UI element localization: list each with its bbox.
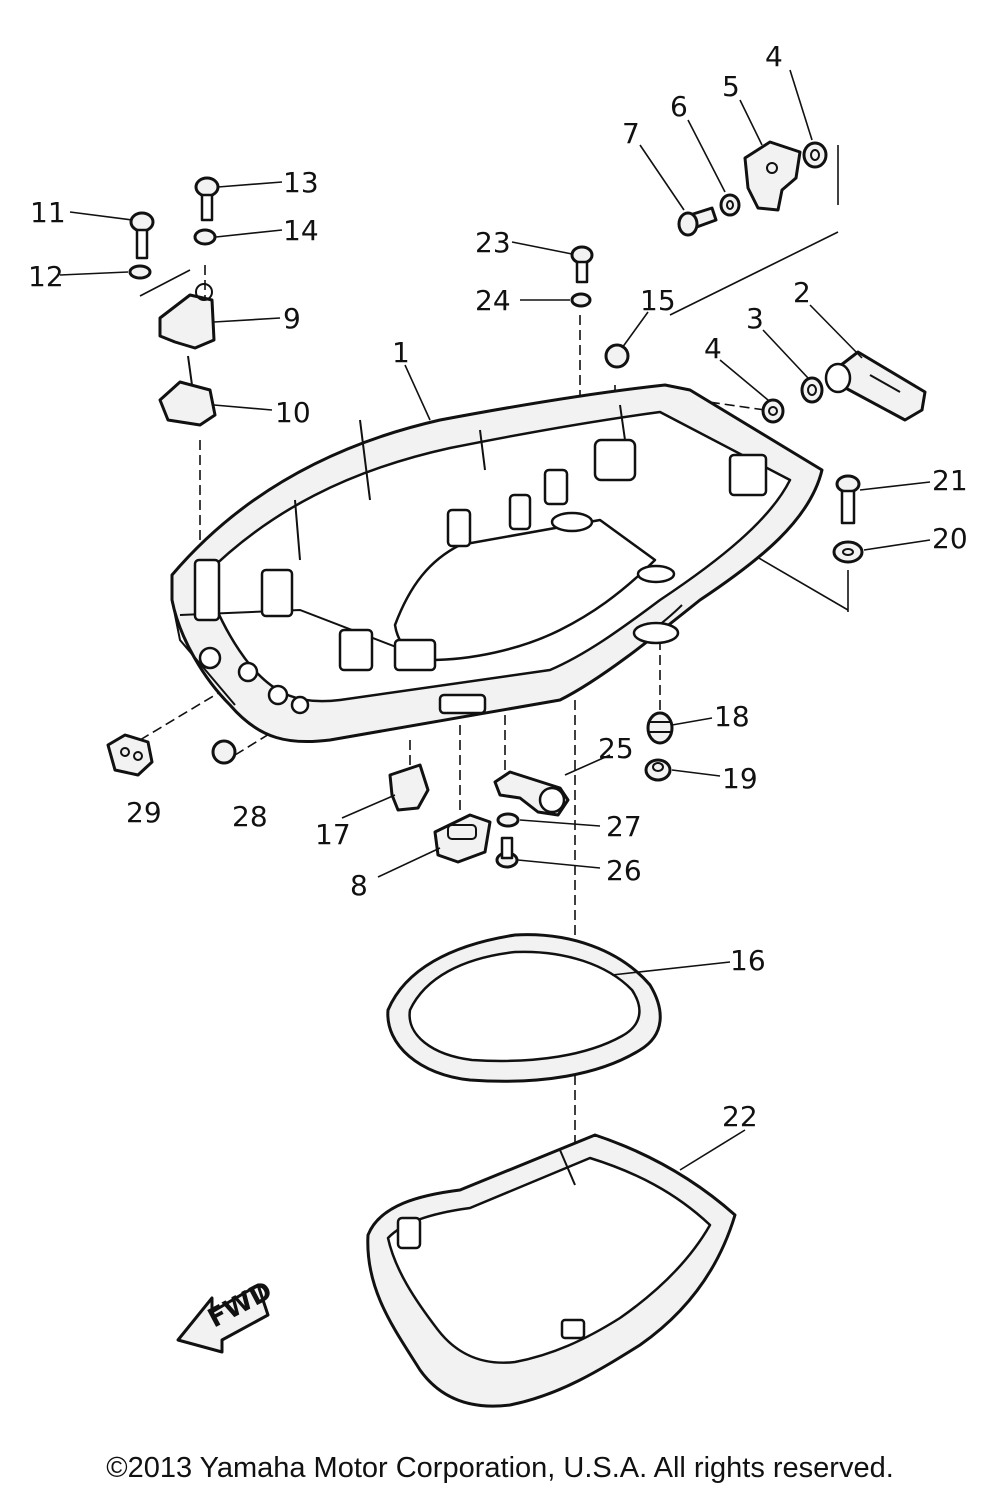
lower-cover-22 (366, 1133, 737, 1408)
callout-16: 16 (730, 944, 766, 977)
callout-leaders (59, 69, 931, 1171)
callout-21: 21 (932, 464, 968, 497)
callout-3: 3 (746, 302, 764, 335)
copyright-notice: ©2013 Yamaha Motor Corporation, U.S.A. A… (106, 1452, 894, 1484)
callout-4-lower: 4 (704, 332, 722, 365)
nut-4-lower (761, 398, 785, 424)
washer-6 (719, 193, 741, 217)
callout-29: 29 (126, 796, 162, 829)
plug-15 (604, 343, 630, 369)
callout-14: 14 (283, 214, 319, 247)
callout-15: 15 (640, 284, 676, 317)
callout-7: 7 (622, 117, 640, 150)
callout-8: 8 (350, 869, 368, 902)
callout-11: 11 (30, 196, 66, 229)
washer-14 (193, 228, 217, 246)
collar-19 (644, 758, 672, 782)
callout-26: 26 (606, 854, 642, 887)
callout-6: 6 (670, 90, 688, 123)
bolt-11 (129, 211, 155, 260)
bolt-21 (835, 474, 861, 525)
callout-12: 12 (28, 260, 64, 293)
bracket-10 (158, 355, 217, 427)
lever (824, 350, 927, 422)
callout-24: 24 (475, 284, 511, 317)
washer-20 (832, 540, 864, 564)
fwd-arrow: FWD (176, 1276, 277, 1354)
callout-2: 2 (793, 276, 811, 309)
clip-25 (493, 770, 570, 817)
callout-5: 5 (722, 70, 740, 103)
washer-12 (128, 264, 152, 280)
bracket-5 (743, 140, 802, 212)
callout-9: 9 (283, 302, 301, 335)
callout-18: 18 (714, 700, 750, 733)
bolt-13 (194, 176, 220, 222)
washer-3 (800, 376, 824, 404)
screw-23 (570, 245, 594, 284)
screw-26 (495, 836, 519, 869)
screw-7 (677, 206, 718, 237)
callout-4-upper: 4 (765, 40, 783, 73)
grommet-8 (433, 813, 492, 864)
callout-20: 20 (932, 522, 968, 555)
callout-1: 1 (392, 336, 410, 369)
nut-4-upper (802, 141, 828, 169)
seal-16 (386, 933, 662, 1083)
callout-25: 25 (598, 732, 634, 765)
callout-17: 17 (315, 818, 351, 851)
plug-28 (211, 739, 237, 765)
bushing-17 (388, 763, 430, 812)
washer-24 (570, 292, 592, 308)
callout-23: 23 (475, 226, 511, 259)
callout-13: 13 (283, 166, 319, 199)
callout-22: 22 (722, 1100, 758, 1133)
grommet-29 (106, 733, 154, 777)
callout-19: 19 (722, 762, 758, 795)
callout-28: 28 (232, 800, 268, 833)
bottom-cowling (170, 383, 824, 744)
grommet-18 (646, 711, 674, 745)
callout-27: 27 (606, 810, 642, 843)
washer-27 (496, 812, 520, 828)
bracket-9 (158, 283, 216, 350)
callout-numbers: 1 2 3 4 4 5 6 7 8 9 10 11 12 13 14 15 16… (28, 40, 968, 1133)
callout-10: 10 (275, 396, 311, 429)
